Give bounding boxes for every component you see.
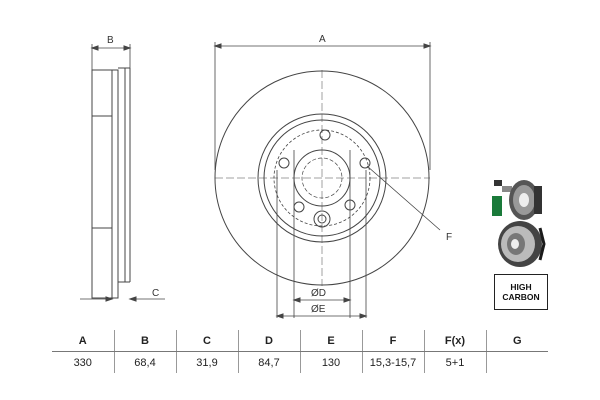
label-a: A — [319, 34, 326, 45]
disc-with-pad-icon — [492, 180, 542, 220]
table-cell: 5+1 — [423, 351, 486, 373]
table-cell: 31,9 — [175, 351, 238, 373]
table-header: F(x) — [423, 330, 486, 352]
leader-f — [366, 165, 441, 231]
table-cell: 68,4 — [113, 351, 176, 373]
dimension-a — [213, 42, 432, 170]
table-cell: 130 — [299, 351, 362, 373]
table-header: D — [237, 330, 300, 352]
table-cell: 330 — [73, 356, 92, 369]
label-c: C — [152, 288, 159, 299]
dimension-d-e — [275, 150, 368, 319]
badge-line-1: HIGH — [510, 282, 532, 292]
technical-drawing: B A C ØD ØE F — [80, 34, 546, 319]
label-d: ØD — [311, 288, 326, 299]
table-cell — [485, 351, 548, 373]
table-header: A — [52, 330, 114, 352]
table-row: 330 68,4 31,9 84,7 130 15,3-15,7 5+1 — [52, 351, 548, 373]
table-header: G — [485, 330, 548, 352]
table-header: E — [299, 330, 362, 352]
table-cell: 84,7 — [237, 351, 300, 373]
label-b: B — [107, 35, 114, 46]
table-header: F — [361, 330, 424, 352]
disc-front-view — [214, 70, 430, 286]
table-header: C — [175, 330, 238, 352]
high-carbon-badge: HIGH CARBON — [494, 274, 548, 310]
table-header-row: A B C D E F F(x) G — [52, 330, 548, 352]
label-f: F — [446, 232, 452, 243]
spec-table: A B C D E F F(x) G 330 68,4 31,9 84,7 13… — [52, 330, 548, 373]
ventilated-disc-icon — [498, 221, 546, 267]
disc-side-profile — [91, 67, 131, 299]
dimension-b — [90, 44, 132, 70]
badge-line-2: CARBON — [502, 292, 540, 302]
dimension-c — [80, 296, 165, 302]
table-cell: 15,3-15,7 — [361, 351, 424, 373]
label-e: ØE — [311, 304, 326, 315]
table-header: B — [113, 330, 176, 352]
